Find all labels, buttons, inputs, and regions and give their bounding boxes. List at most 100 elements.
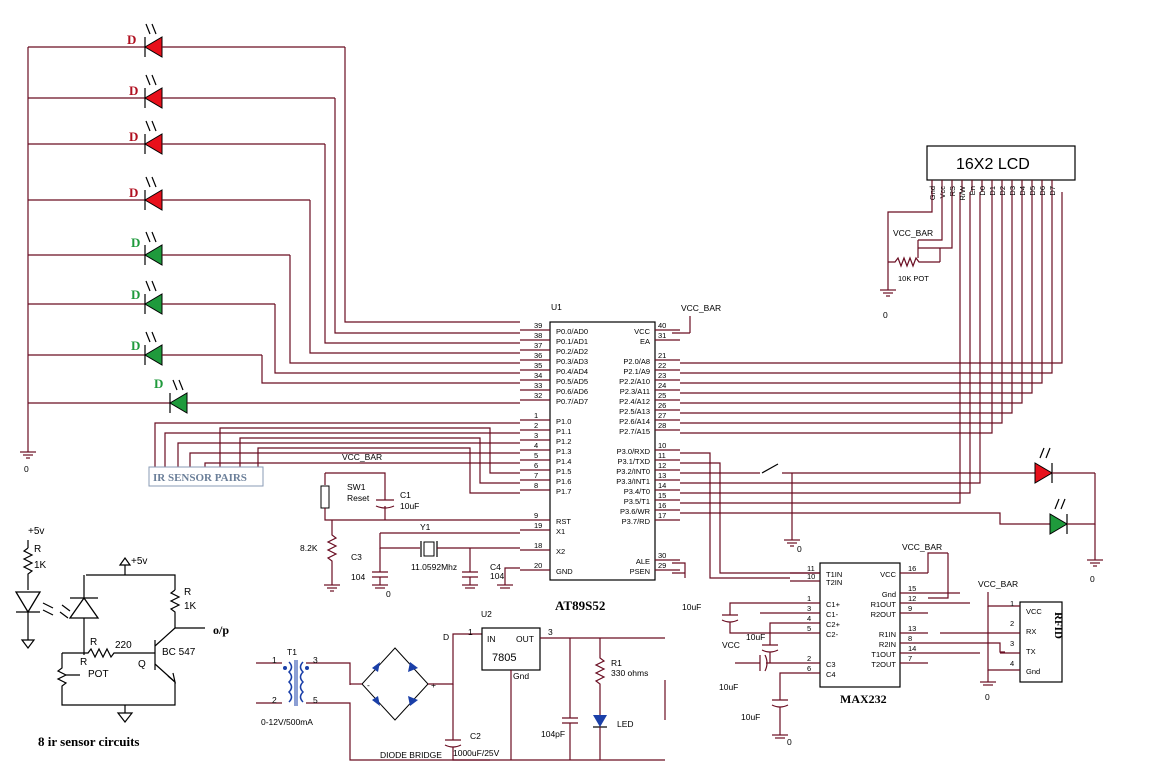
rfid-pin-name: VCC xyxy=(1026,607,1042,616)
mcu-pin-num: 5 xyxy=(534,451,538,460)
rfid-vcc-label: VCC_BAR xyxy=(978,579,1018,589)
lcd-vcc-label: VCC_BAR xyxy=(893,228,933,238)
mcu-pin-name: VCC xyxy=(634,327,650,336)
led-green-4: D xyxy=(28,376,520,414)
ground-symbol xyxy=(880,289,896,297)
mcu-pin-name: P2.1/A9 xyxy=(623,367,650,376)
ground-label: 0 xyxy=(1090,574,1095,584)
mcu-pin-name: EA xyxy=(640,337,650,346)
reset-reset-label: Reset xyxy=(347,493,370,503)
lcd-pin-name: D5 xyxy=(1028,186,1037,196)
mcu-pin-name: P0.7/AD7 xyxy=(556,397,588,406)
lcd-pin-name: D3 xyxy=(1008,186,1017,196)
mcu-pin-num: 38 xyxy=(534,331,542,340)
mcu-pin-num: 10 xyxy=(658,441,666,450)
max232-chip: MAX232 VCC_BAR 11T1IN10T2IN1C1+3C1-4C2+5… xyxy=(682,542,1010,747)
max-pin-num: 5 xyxy=(807,624,811,633)
mcu-pin-num: 30 xyxy=(658,551,666,560)
max-pin-name: R2OUT xyxy=(871,610,897,619)
crystal-c4-label: C4 xyxy=(490,562,501,572)
mcu-pin-name: P0.1/AD1 xyxy=(556,337,588,346)
mcu-vcc-label: VCC_BAR xyxy=(681,303,721,313)
max-pin-name: C1- xyxy=(826,610,839,619)
ps-c104-label: 104pF xyxy=(541,729,565,739)
ground-symbol xyxy=(324,584,340,592)
max-pin-num: 16 xyxy=(908,564,916,573)
rfid-pin-num: 2 xyxy=(1010,619,1014,628)
lcd-pin-name: RS xyxy=(948,186,957,196)
max-cap-label: 10uF xyxy=(746,632,765,642)
ir-caption: 8 ir sensor circuits xyxy=(38,734,139,749)
max-pin-name: T1IN xyxy=(826,570,842,579)
ir-vcc-1: +5v xyxy=(28,526,44,537)
lcd-gnd-label: 0 xyxy=(883,310,888,320)
led-label: D xyxy=(129,185,138,200)
led-label: D xyxy=(131,287,140,302)
ground-label: 0 xyxy=(386,589,391,599)
max-pin-name: R2IN xyxy=(879,640,896,649)
ir-sensor-bus: IR SENSOR PAIRS xyxy=(148,422,520,494)
ps-pin2: 2 xyxy=(272,695,277,705)
mcu-pin-num: 24 xyxy=(658,381,666,390)
rfid-name: RFID xyxy=(1052,612,1064,639)
mcu-pin-name: P1.4 xyxy=(556,457,571,466)
mcu-pin-num: 37 xyxy=(534,341,542,350)
reset-sw-label: SW1 xyxy=(347,482,366,492)
ground-symbol xyxy=(980,681,996,686)
mcu-pin-name: P2.4/A12 xyxy=(619,397,650,406)
reset-vcc-label: VCC_BAR xyxy=(342,452,382,462)
mcu-pin-name: P3.0/RXD xyxy=(617,447,651,456)
ir-op: o/p xyxy=(213,623,229,637)
mcu-pin-name: P2.7/A15 xyxy=(619,427,650,436)
mcu-pin-name: P0.0/AD0 xyxy=(556,327,588,336)
max-pin-num: 6 xyxy=(807,664,811,673)
mcu-pin-num: 40 xyxy=(658,321,666,330)
ps-minus: - xyxy=(367,680,370,690)
max-pin-num: 4 xyxy=(807,614,811,623)
led-label: D xyxy=(154,376,163,391)
ps-t1-label: T1 xyxy=(287,647,297,657)
led-label: D xyxy=(127,32,136,47)
lcd-pin-name: D0 xyxy=(978,186,987,196)
mcu-pin-num: 2 xyxy=(534,421,538,430)
mcu-pin-name: P3.4/T0 xyxy=(624,487,650,496)
max-vcc-label: VCC xyxy=(722,640,740,650)
mcu-pin-num: 12 xyxy=(658,461,666,470)
ground-symbol xyxy=(20,451,36,459)
lcd-pin-name: D2 xyxy=(998,186,1007,196)
led-green-2: D xyxy=(28,280,275,315)
reset-r-label: 8.2K xyxy=(300,543,318,553)
max-pin-name: C4 xyxy=(826,670,836,679)
ground-symbol xyxy=(497,584,513,589)
lcd-pin-name: D6 xyxy=(1038,186,1047,196)
led-column: 0 D D D xyxy=(20,23,520,474)
mcu-pin-num: 22 xyxy=(658,361,666,370)
ground-label: 0 xyxy=(985,692,990,702)
ps-pin1: 1 xyxy=(272,655,277,665)
max-pin-name: C2+ xyxy=(826,620,841,629)
ir-rpot: R xyxy=(80,657,87,668)
mcu-pin-num: 6 xyxy=(534,461,538,470)
max-pin-num: 12 xyxy=(908,594,916,603)
max-pin-num: 7 xyxy=(908,654,912,663)
status-leds: 0 xyxy=(1034,447,1103,584)
max-pin-name: T1OUT xyxy=(871,650,896,659)
mcu-pin-num: 19 xyxy=(534,521,542,530)
rfid-pin-num: 1 xyxy=(1010,599,1014,608)
mcu-pin-name: P0.2/AD2 xyxy=(556,347,588,356)
lcd-pin-name: D1 xyxy=(988,186,997,196)
mcu-pin-name: P1.5 xyxy=(556,467,571,476)
ps-reg-label: 7805 xyxy=(492,652,516,664)
mcu-pin-num: 35 xyxy=(534,361,542,370)
max-cap-label: 10uF xyxy=(741,712,760,722)
mcu-pin-name: P1.0 xyxy=(556,417,571,426)
mcu-pin-num: 27 xyxy=(658,411,666,420)
max-pin-name: T2OUT xyxy=(871,660,896,669)
max-pin-num: 14 xyxy=(908,644,916,653)
ps-in-label: IN xyxy=(487,634,496,644)
mcu-pin-num: 4 xyxy=(534,441,538,450)
max-pin-name: C1+ xyxy=(826,600,841,609)
mcu-pin-name: P1.1 xyxy=(556,427,571,436)
